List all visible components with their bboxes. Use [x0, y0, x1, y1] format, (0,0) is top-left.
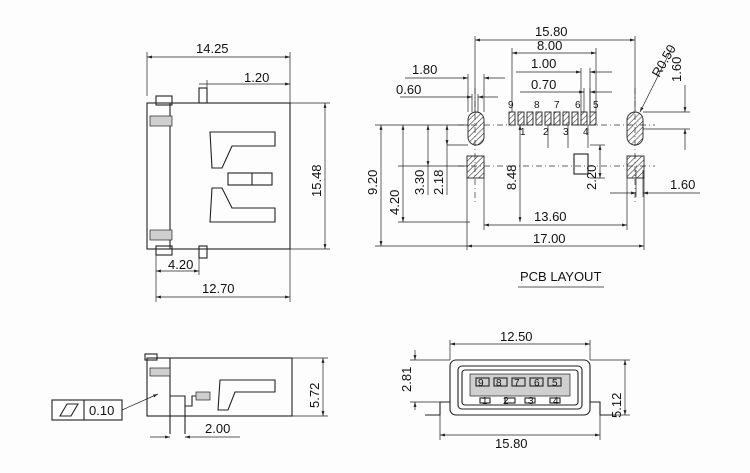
dim-bottom-height: 5.72 — [307, 383, 322, 408]
dim-front-opening-width: 12.50 — [500, 329, 533, 344]
dim-pcb-height-b: 4.20 — [387, 190, 402, 215]
front-tongue — [469, 373, 571, 397]
front-pin-2: 2 — [503, 396, 509, 407]
front-housing-outer — [449, 359, 591, 416]
dim-pcb-height-a: 9.20 — [365, 170, 380, 195]
front-pin-5: 5 — [552, 378, 558, 389]
front-pin-3: 3 — [528, 396, 534, 407]
dim-pcb-pitch-b: 0.70 — [531, 77, 556, 92]
lead-contact — [217, 379, 276, 411]
pcb-pin-4: 4 — [583, 127, 589, 138]
dim-pcb-pitch-a: 1.00 — [531, 56, 556, 71]
pcb-layout-label: PCB LAYOUT — [520, 269, 601, 284]
bottom-housing-outline — [146, 357, 293, 417]
dim-side-height: 15.48 — [309, 164, 324, 197]
bottom-side-view: 5.72 2.00 0.10 — [51, 353, 328, 439]
mount-pad-left — [466, 155, 485, 179]
side-view: 14.25 1.20 15.48 4.20 12.70 — [146, 41, 330, 302]
pcb-layout: 9 8 7 6 5 1 2 3 4 15.80 8.00 1.00 0.70 — [365, 24, 700, 288]
mount-pad-right — [626, 155, 645, 179]
pcb-pin-3: 3 — [563, 127, 569, 138]
pcb-pin-7: 7 — [554, 100, 560, 111]
dim-front-height-b: 5.12 — [609, 393, 624, 418]
dim-pcb-height-e: 8.48 — [504, 165, 519, 190]
mount-slot-right — [626, 111, 644, 146]
dim-bottom-offset: 2.00 — [205, 421, 230, 436]
dim-pcb-pin-span: 8.00 — [537, 38, 562, 53]
pcb-pin-9: 9 — [508, 100, 514, 111]
dim-pcb-height-d: 2.18 — [431, 170, 446, 195]
pcb-pin-8: 8 — [534, 100, 540, 111]
pcb-pin-1: 1 — [520, 127, 526, 138]
dim-front-height-a: 2.81 — [399, 367, 414, 392]
pcb-pin-2: 2 — [543, 127, 549, 138]
front-pin-7: 7 — [514, 378, 520, 389]
pcb-pin-6: 6 — [575, 100, 581, 111]
dim-pcb-pad-width: 1.80 — [412, 62, 437, 77]
front-view: 9 8 7 6 5 1 2 3 4 12.50 2.81 5.12 15.80 — [399, 329, 630, 451]
dim-side-offset: 1.20 — [244, 70, 269, 85]
dim-pcb-height-f: 2.20 — [584, 165, 599, 190]
signal-pads — [508, 111, 597, 126]
dim-pcb-outer-span: 17.00 — [533, 231, 566, 246]
dim-front-total-width: 15.80 — [495, 436, 528, 451]
front-pin-9: 9 — [478, 378, 484, 389]
flatness-value: 0.10 — [89, 403, 114, 418]
contact-spring-lower — [209, 187, 276, 223]
dim-side-pin-offset: 4.20 — [168, 257, 193, 272]
flatness-symbol-icon — [59, 403, 79, 417]
mount-slot-left — [467, 111, 485, 146]
dim-side-width: 14.25 — [196, 41, 229, 56]
front-pin-8: 8 — [496, 378, 502, 389]
dim-pcb-height-c: 3.30 — [412, 170, 427, 195]
contact-spring-upper — [209, 131, 276, 169]
front-pin-4: 4 — [553, 396, 559, 407]
side-housing-outline — [146, 102, 291, 250]
front-pin-6: 6 — [534, 378, 540, 389]
dim-pcb-pad-gap: 0.60 — [396, 82, 421, 97]
dim-pcb-right-offset-b: 1.60 — [670, 177, 695, 192]
dim-pcb-inner-span: 13.60 — [534, 209, 567, 224]
dim-pcb-overall-width: 15.80 — [535, 24, 568, 39]
front-pin-1: 1 — [482, 396, 488, 407]
dim-pcb-right-offset: 1.60 — [669, 57, 684, 82]
dim-side-depth: 12.70 — [202, 281, 235, 296]
